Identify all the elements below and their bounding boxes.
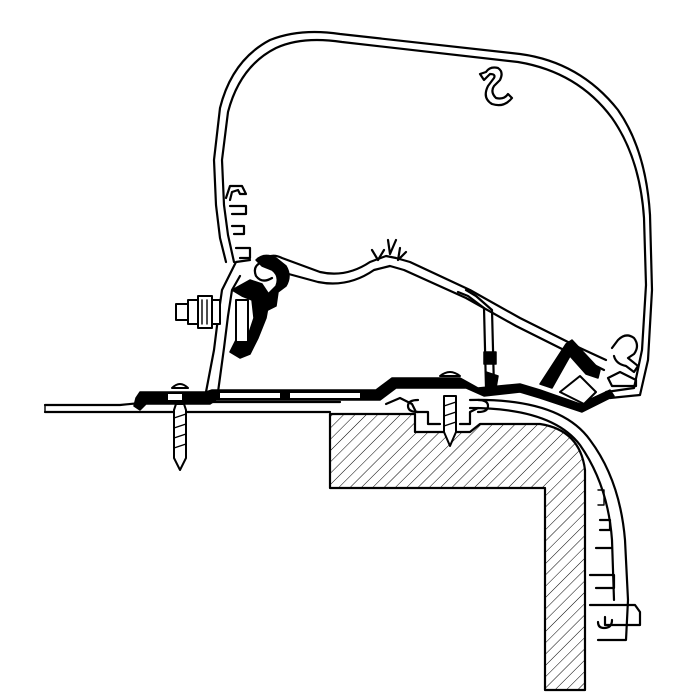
screw-middle-icon xyxy=(439,371,461,447)
vehicle-body-hatched-section xyxy=(328,412,587,692)
screw-left-icon xyxy=(171,383,189,471)
awning-cassette xyxy=(212,30,654,400)
support-strut xyxy=(456,288,499,390)
right-channel xyxy=(539,339,601,405)
corner-profile xyxy=(468,398,642,642)
bolt-icon xyxy=(175,295,221,329)
lower-channel xyxy=(384,396,490,426)
mounting-bracket xyxy=(204,254,290,394)
